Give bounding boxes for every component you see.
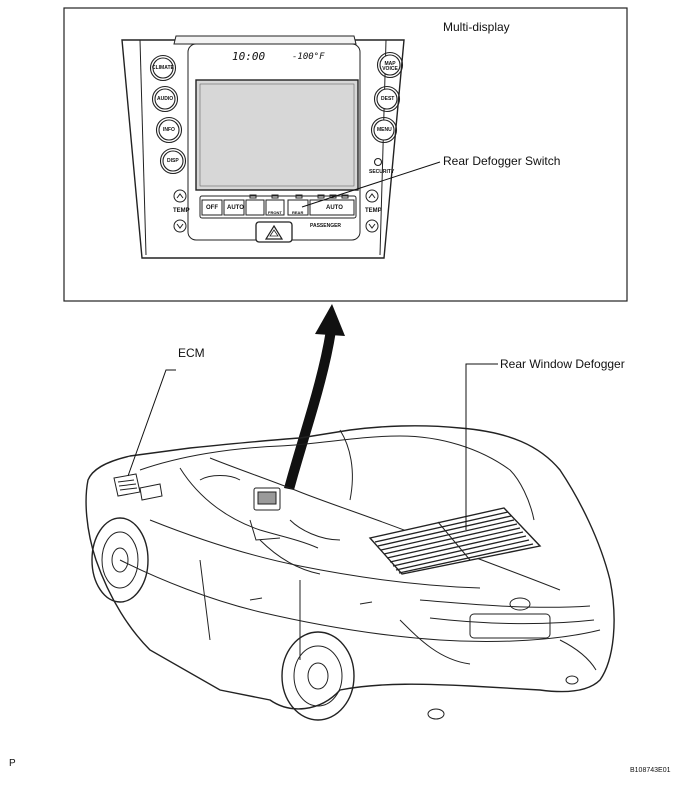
car-center-display (253, 487, 281, 511)
disp-button: DISP (167, 158, 179, 164)
rear-window-defogger-leader (465, 363, 498, 530)
car-drawing (85, 425, 615, 721)
right-button-circles (370, 51, 404, 167)
climate-auto-right-button: AUTO (326, 205, 343, 211)
front-defogger-button: FRONT (268, 210, 282, 215)
ecm-leader (127, 369, 176, 477)
security-indicator-label: SECURITY (369, 169, 395, 175)
page-letter: P (9, 758, 16, 769)
rear-defogger-switch-label: Rear Defogger Switch (443, 154, 561, 168)
rear-defogger-switch-leader (301, 161, 441, 208)
ecm-label: ECM (178, 346, 205, 360)
rear-window-defogger-grid (368, 507, 542, 575)
detail-frame (63, 7, 628, 302)
panel-clock: 10:00 (232, 50, 266, 63)
figure-code: B108743E01 (630, 767, 671, 774)
temp-arrow-buttons (173, 189, 379, 233)
ecm-unit (113, 473, 141, 497)
multi-display-label: Multi-display (443, 20, 510, 34)
screen (195, 79, 359, 191)
left-button-circles (149, 54, 187, 175)
temp-right-label: TEMP (365, 208, 382, 214)
temp-left-label: TEMP (173, 208, 190, 214)
menu-button: MENU (377, 127, 392, 133)
map-voice-button: MAP VOICE (382, 61, 398, 72)
climate-button: CLIMATE (152, 65, 174, 71)
dest-button: DEST (381, 96, 395, 102)
panel-outside-temp: -100°F (292, 52, 325, 62)
audio-button: AUDIO (157, 96, 174, 102)
climate-off-button: OFF (206, 205, 218, 211)
info-button: INFO (163, 127, 175, 133)
rear-window-defogger-label: Rear Window Defogger (500, 357, 625, 371)
climate-auto-button: AUTO (227, 205, 244, 211)
center-panel (121, 35, 405, 259)
climate-strip (199, 194, 357, 219)
rear-defogger-switch: REAR (292, 210, 304, 215)
hazard-button (255, 221, 293, 243)
passenger-label: PASSENGER (310, 223, 342, 229)
pointer-arrow (284, 304, 345, 490)
